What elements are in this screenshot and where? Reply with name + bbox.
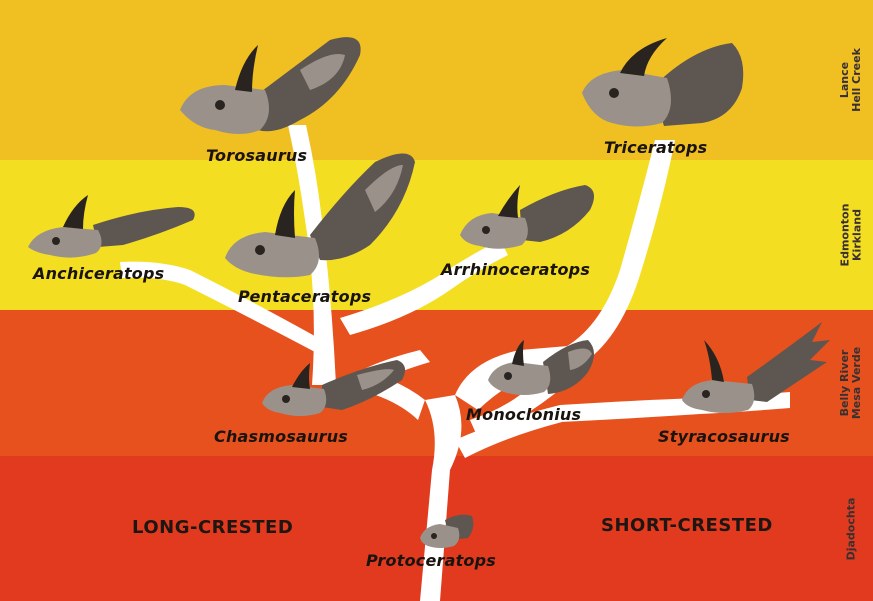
skull-arrhinoceratops — [460, 185, 594, 249]
stratum-label-belly-river: Belly River Mesa Verde — [829, 310, 873, 456]
stratum-label-lance: Lance Hell Creek — [829, 0, 873, 160]
stratum-label-edmonton: Edmonton Kirkland — [829, 160, 873, 310]
skull-anchiceratops — [28, 195, 195, 258]
label-arrhinoceratops: Arrhinoceratops — [441, 260, 590, 279]
label-monoclonius: Monoclonius — [466, 405, 581, 424]
label-chasmosaurus: Chasmosaurus — [214, 427, 348, 446]
trunk — [420, 395, 461, 601]
label-triceratops: Triceratops — [604, 138, 707, 157]
stratum-label-djadochta: Djadochta — [829, 456, 873, 601]
skull-torosaurus — [180, 37, 361, 134]
group-long-crested: LONG-CRESTED — [132, 517, 293, 538]
skull-styracosaurus — [682, 322, 830, 413]
skull-triceratops — [582, 38, 743, 127]
group-short-crested: SHORT-CRESTED — [601, 515, 773, 536]
label-pentaceratops: Pentaceratops — [238, 287, 371, 306]
branch-to-triceratops — [560, 140, 675, 368]
label-anchiceratops: Anchiceratops — [33, 264, 164, 283]
label-protoceratops: Protoceratops — [366, 551, 496, 570]
label-torosaurus: Torosaurus — [206, 146, 307, 165]
label-styracosaurus: Styracosaurus — [658, 427, 790, 446]
